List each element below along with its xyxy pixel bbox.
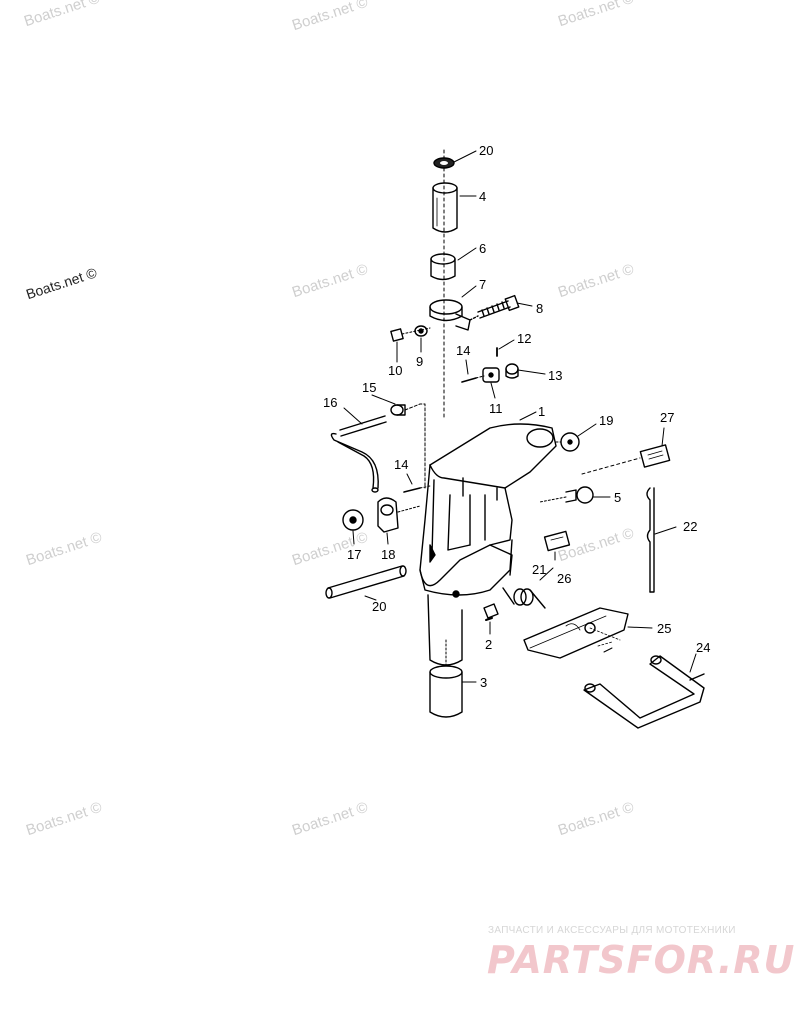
bracket-part-18: [377, 497, 399, 533]
spring-part-26: [502, 587, 546, 609]
callout-11: 11: [489, 401, 503, 416]
decal-part-22: [543, 530, 571, 552]
callout-22: 21: [532, 562, 547, 577]
callout-4: 4: [479, 189, 487, 204]
plug-part-13: [505, 363, 519, 379]
callout-7: 7: [479, 277, 487, 292]
washer-part-17: [342, 509, 364, 531]
tilt-lever-part-24: [583, 655, 705, 729]
callout-26: 26: [557, 571, 572, 586]
callout-13: 13: [548, 368, 563, 383]
clamp-part-7: [429, 299, 471, 331]
bushing-part-6: [430, 253, 456, 281]
callout-19: 19: [599, 413, 614, 428]
nut-part-10: [390, 328, 404, 342]
washer-part-21: [433, 157, 455, 169]
callout-17: 17: [347, 547, 362, 562]
bushing-part-3: [429, 665, 463, 718]
callout-10: 10: [388, 363, 403, 378]
bushing-part-4: [432, 182, 458, 233]
lever-part-16: [330, 415, 387, 493]
shaft-part-20: [325, 565, 407, 599]
washer-part-9: [414, 325, 428, 337]
bolt-part-5: [539, 486, 594, 504]
callout-8: 8: [536, 301, 544, 316]
callout-25: 25: [657, 621, 672, 636]
callout-3: 3: [480, 675, 488, 690]
rod-part-23: [646, 487, 655, 593]
swivel-bracket-part-1: [419, 423, 557, 666]
callout-18: 18: [381, 547, 396, 562]
footer-logo: PARTSFOR.RU: [487, 938, 796, 982]
callout-2: 2: [485, 637, 493, 652]
callout-14-upper: 14: [456, 343, 471, 358]
plug-part-2: [483, 603, 499, 621]
callout-23: 22: [683, 519, 698, 534]
washer-part-19: [560, 432, 580, 452]
decal-part-27: [639, 444, 671, 468]
callout-24: 24: [696, 640, 711, 655]
plate-part-25: [523, 607, 629, 659]
callout-1: 1: [538, 404, 546, 419]
bolt-part-8: [469, 294, 520, 321]
footer-tagline: ЗАПЧАСТИ И АКСЕССУАРЫ ДЛЯ МОТОТЕХНИКИ: [488, 925, 736, 936]
callout-27: 27: [660, 410, 675, 425]
callout-9: 9: [416, 354, 424, 369]
callout-5: 5: [614, 490, 622, 505]
callout-21: 20: [479, 143, 494, 158]
callout-12: 12: [517, 331, 532, 346]
callout-6: 6: [479, 241, 487, 256]
callout-15: 15: [362, 380, 377, 395]
callout-14-lower: 14: [394, 457, 409, 472]
callout-16: 16: [323, 395, 338, 410]
block-part-11: [482, 367, 500, 383]
callout-20: 20: [372, 599, 387, 614]
bushing-part-15: [390, 404, 406, 416]
